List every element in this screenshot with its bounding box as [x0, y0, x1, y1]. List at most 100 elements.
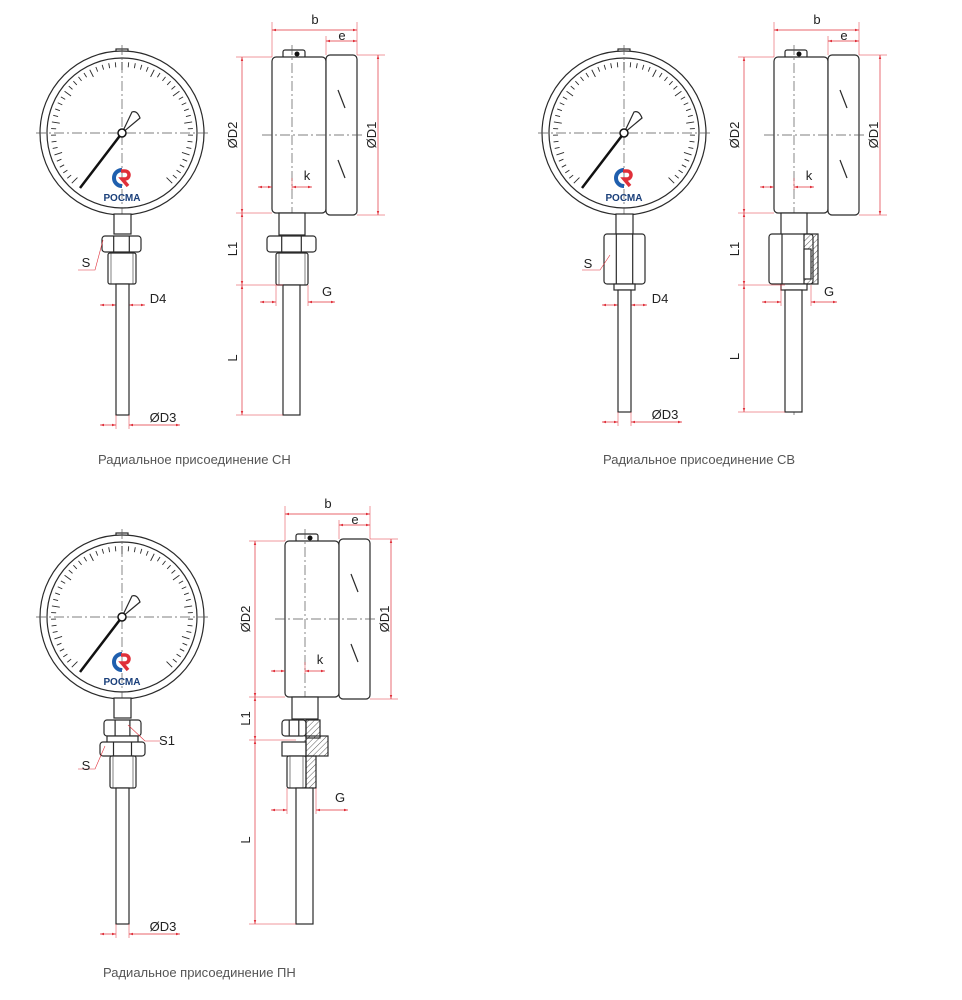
scale-tick: [681, 164, 687, 168]
caption-radial-ch: Радиальное присоединение СН: [98, 452, 291, 467]
probe-tube-side: [784, 289, 803, 413]
caption-radial-pn: Радиальное присоединение ПН: [103, 965, 296, 980]
scale-tick: [172, 90, 180, 97]
scale-tick: [78, 560, 82, 566]
logo-text: РОСМА: [104, 677, 141, 688]
scale-tick: [183, 108, 189, 112]
scale-tick: [150, 69, 155, 78]
section-cut-upper: [305, 719, 321, 739]
scale-tick: [52, 630, 58, 633]
section-cut-flange: [305, 735, 329, 757]
inner-thread: [803, 248, 812, 280]
leader-line: [127, 724, 160, 742]
probe-tube: [115, 283, 130, 416]
scale-tick: [101, 64, 105, 70]
scale-tick: [64, 90, 72, 97]
scale-tick: [162, 76, 166, 82]
dimension-label-l: L: [727, 353, 742, 360]
scale-tick: [156, 556, 161, 562]
needle-hub: [117, 128, 127, 138]
scale-tick: [573, 177, 580, 184]
scale-tick: [56, 158, 62, 162]
scale-tick: [685, 108, 691, 112]
hex-nut-side: [266, 235, 317, 253]
scale-tick: [89, 553, 94, 562]
needle-tail: [623, 111, 643, 134]
glass-reflection: [839, 89, 848, 109]
scale-tick: [187, 624, 193, 627]
scale-tick: [139, 64, 143, 70]
union-nut-side: [281, 719, 307, 737]
scale-tick: [668, 80, 673, 86]
scale-tick: [166, 661, 173, 668]
dimension-label-d2: ØD2: [225, 122, 240, 149]
scale-tick: [108, 547, 111, 553]
dimension-label-k: k: [304, 168, 311, 183]
scale-tick: [687, 114, 693, 118]
threaded-fitting: [109, 755, 137, 789]
leader-line: [78, 745, 106, 770]
scale-tick: [95, 66, 99, 72]
scale-tick: [73, 564, 78, 570]
scale-tick: [688, 146, 694, 149]
probe-tube: [115, 787, 130, 925]
logo-text: РОСМА: [606, 193, 643, 204]
scale-tick: [680, 96, 686, 100]
scale-tick: [678, 169, 683, 174]
scale-tick: [172, 174, 177, 179]
scale-tick: [181, 586, 187, 590]
union-nut-s1: [103, 719, 142, 737]
scale-tick: [52, 146, 58, 149]
scale-tick: [59, 648, 65, 652]
rosma-logo: РОСМА: [104, 652, 141, 688]
scale-tick: [555, 114, 561, 118]
scale-tick: [176, 653, 181, 658]
hex-nut-s: [99, 741, 146, 757]
dimension-label-g: G: [322, 284, 332, 299]
needle-hub: [619, 128, 629, 138]
scale-tick: [603, 64, 607, 70]
clamp-screw: [796, 51, 802, 57]
scale-tick: [580, 76, 584, 82]
scale-tick: [145, 66, 149, 72]
scale-tick: [179, 164, 185, 168]
scale-tick: [78, 76, 82, 82]
scale-tick: [54, 636, 63, 640]
scale-tick: [597, 66, 601, 72]
scale-tick: [569, 174, 574, 179]
scale-tick: [182, 642, 188, 646]
dimension-label-d1: ØD1: [364, 122, 379, 149]
scale-tick: [172, 658, 177, 663]
scale-tick: [182, 158, 188, 162]
dimension-label-g: G: [824, 284, 834, 299]
scale-tick: [51, 605, 60, 608]
dimension-label-d3: ØD3: [150, 410, 177, 425]
scale-tick: [71, 661, 78, 668]
scale-tick: [186, 630, 192, 633]
scale-tick: [68, 85, 73, 90]
dimension-label-s: S: [584, 256, 593, 271]
collar: [613, 283, 636, 291]
scale-tick: [53, 598, 59, 602]
dimension-label-d1: ØD1: [377, 606, 392, 633]
dimension-label-d4: D4: [150, 291, 167, 306]
section-cut-lower: [305, 755, 317, 789]
glass-reflection: [337, 89, 346, 109]
scale-tick: [166, 177, 173, 184]
scale-tick: [71, 177, 78, 184]
scale-tick: [565, 169, 570, 174]
clamp-screw: [294, 51, 300, 57]
logo-text: РОСМА: [104, 193, 141, 204]
scale-tick: [101, 548, 105, 554]
dimension-label-d3: ØD3: [150, 919, 177, 934]
scale-tick: [686, 121, 695, 124]
scale-tick: [683, 102, 689, 106]
dimension-label-s: S: [82, 255, 91, 270]
needle-tail: [121, 595, 141, 618]
scale-tick: [635, 63, 638, 69]
logo-c-shape: [112, 168, 123, 188]
glass-reflection: [337, 159, 346, 179]
scale-tick: [156, 72, 161, 78]
